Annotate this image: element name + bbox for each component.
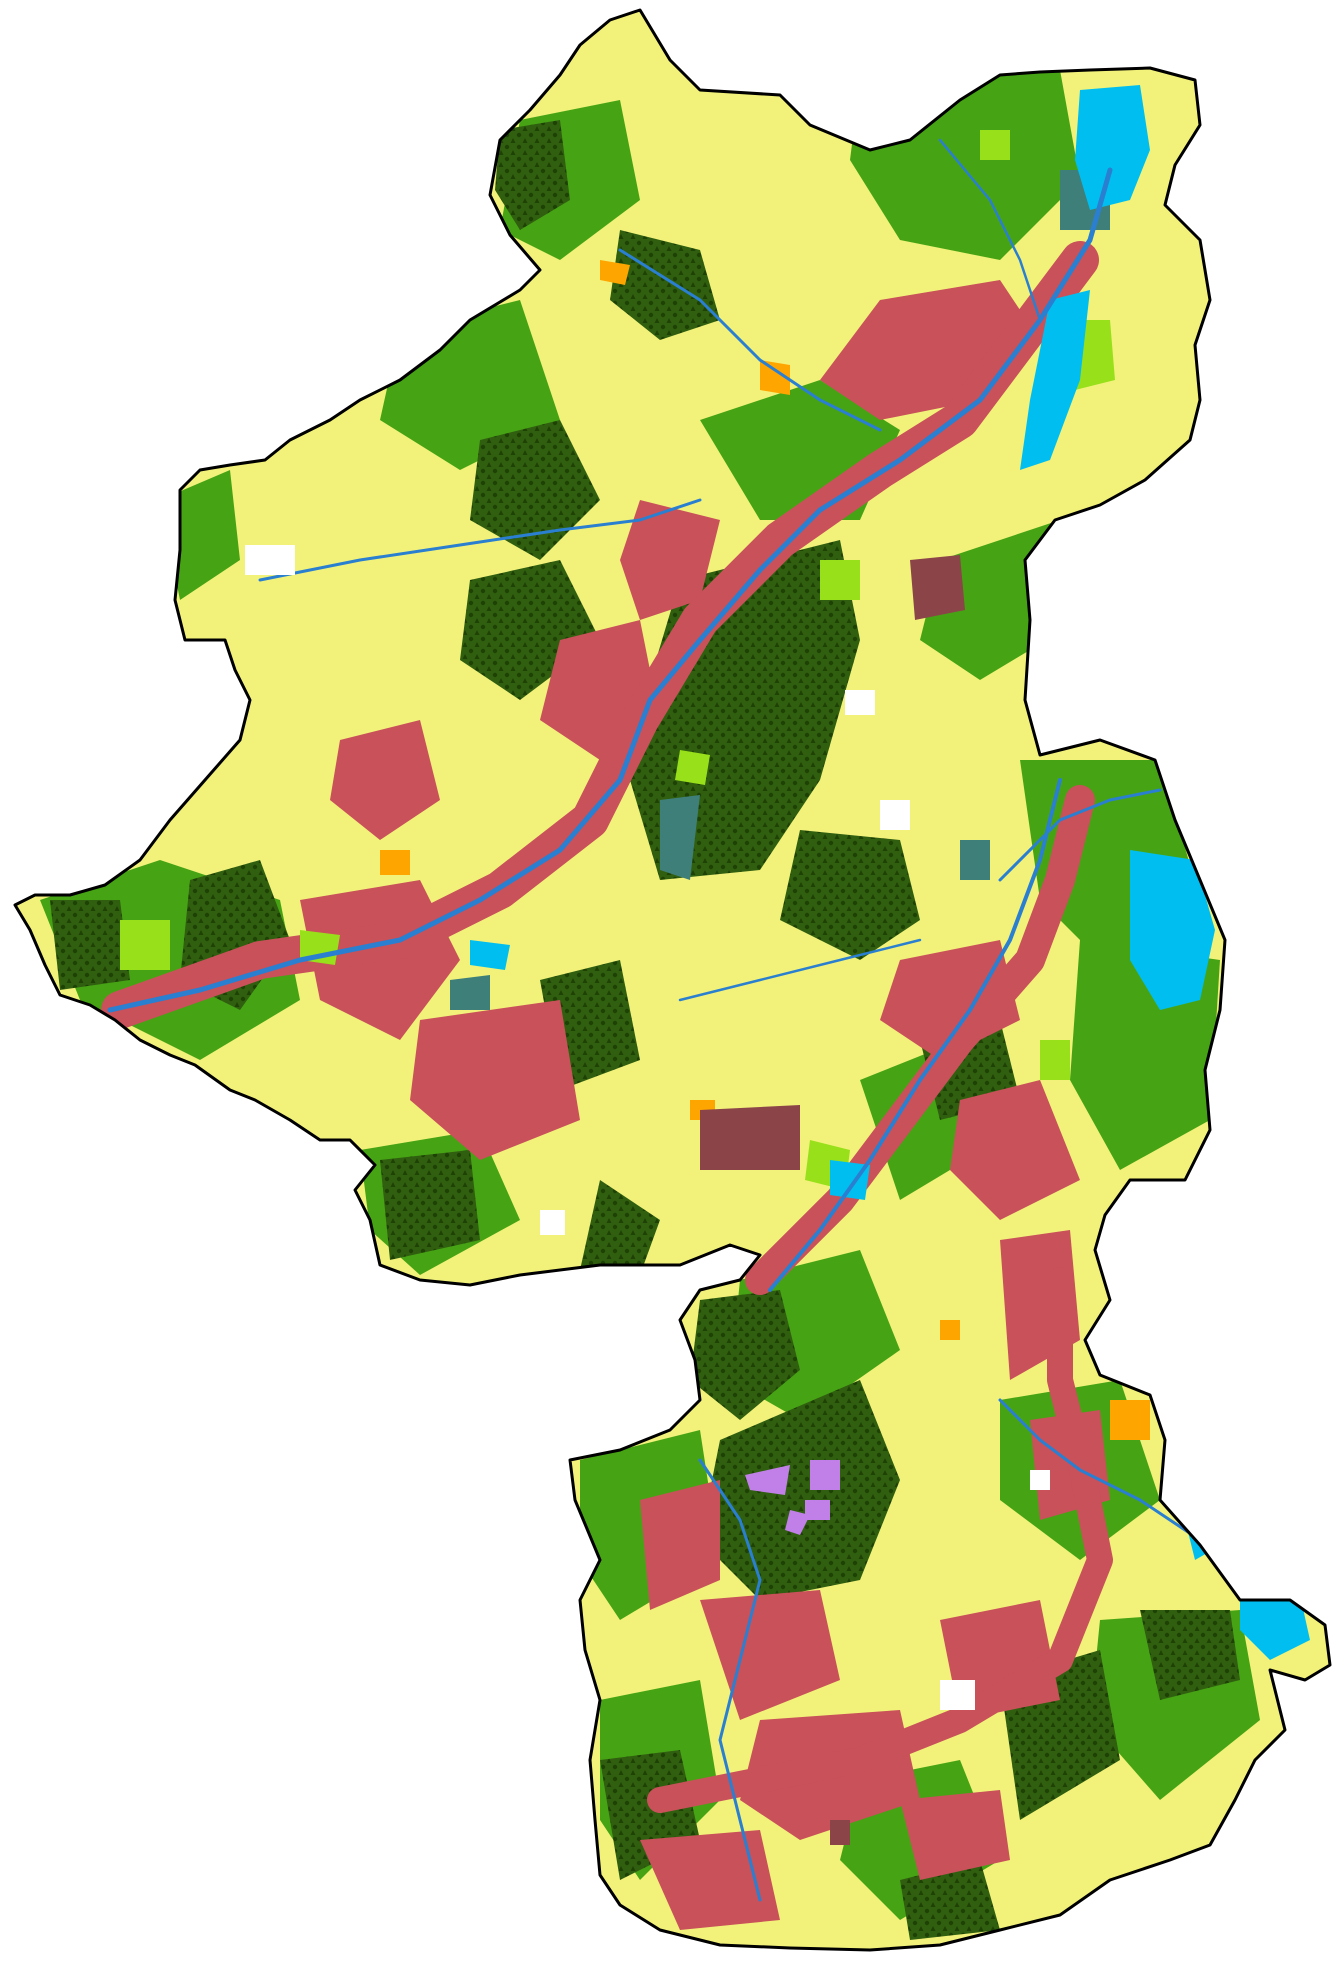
urban-zone xyxy=(300,280,1110,1930)
unmapped-patch xyxy=(540,1210,565,1235)
unmapped-patches xyxy=(245,545,1050,1710)
tributary-center xyxy=(678,938,922,1002)
main-river xyxy=(107,167,1113,1013)
south-river xyxy=(768,778,1062,1292)
stream-northeast xyxy=(938,138,1042,322)
unmapped-patch xyxy=(245,545,295,575)
tributary-west xyxy=(258,498,702,582)
tributary-east xyxy=(998,788,1162,882)
unmapped-patch xyxy=(940,1680,975,1710)
river-network xyxy=(107,138,1252,1902)
tributary-south xyxy=(698,1458,762,1902)
tributary-north xyxy=(618,248,882,432)
special-zone xyxy=(745,1460,840,1535)
unmapped-patch xyxy=(1030,1470,1050,1490)
forest-zone xyxy=(50,120,1240,1940)
unmapped-patch xyxy=(845,690,875,715)
urban-corridor-east xyxy=(647,1267,1113,1813)
unmapped-patch xyxy=(880,800,910,830)
